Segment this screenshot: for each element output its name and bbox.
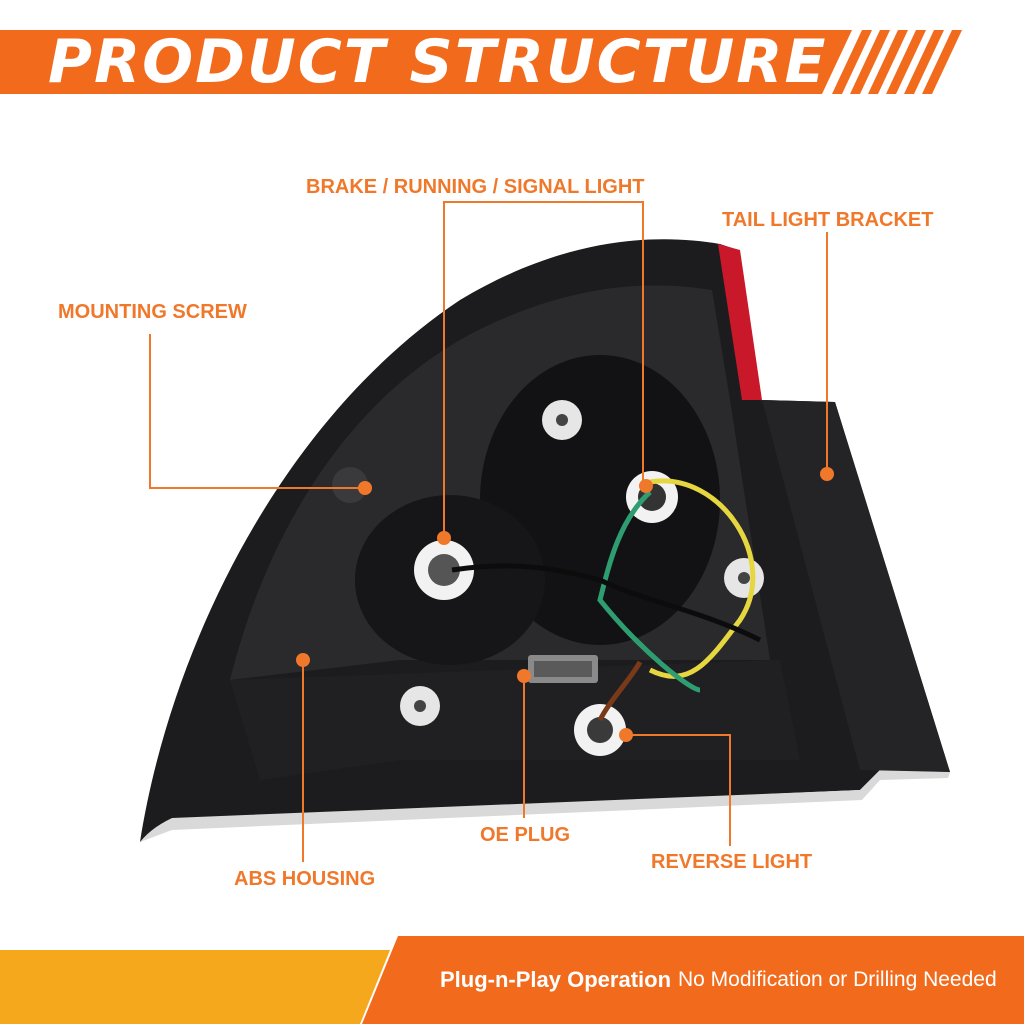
wire-brown [597,660,643,722]
label-oe-plug: OE PLUG [480,824,571,846]
bracket [762,400,950,772]
footer-banner [0,936,1024,1024]
leader-mounting-screw [149,334,362,489]
wire-yellow [648,478,756,679]
leader-brake-running [443,201,644,544]
mounting-screw-grommet [332,467,368,503]
footer-feature: Plug-n-Play Operation [440,967,672,992]
label-mounting-screw: MOUNTING SCREW [58,301,247,323]
label-abs-housing: ABS HOUSING [234,868,376,890]
wire-black [451,563,762,643]
header-banner [0,30,962,94]
page-title: PRODUCT STRUCTURE [48,27,828,97]
label-reverse-light: REVERSE LIGHT [651,851,813,873]
label-tail-light-bracket: TAIL LIGHT BRACKET [722,209,934,231]
footer-note: No Modification or Drilling Needed [678,968,997,991]
chrome-trim [140,770,950,842]
red-lens-edge [718,244,762,400]
wire-green [597,490,701,693]
leader-reverse-light [626,734,731,846]
label-brake-running-signal-light: BRAKE / RUNNING / SIGNAL LIGHT [306,176,645,198]
banner-stripes [832,30,962,94]
